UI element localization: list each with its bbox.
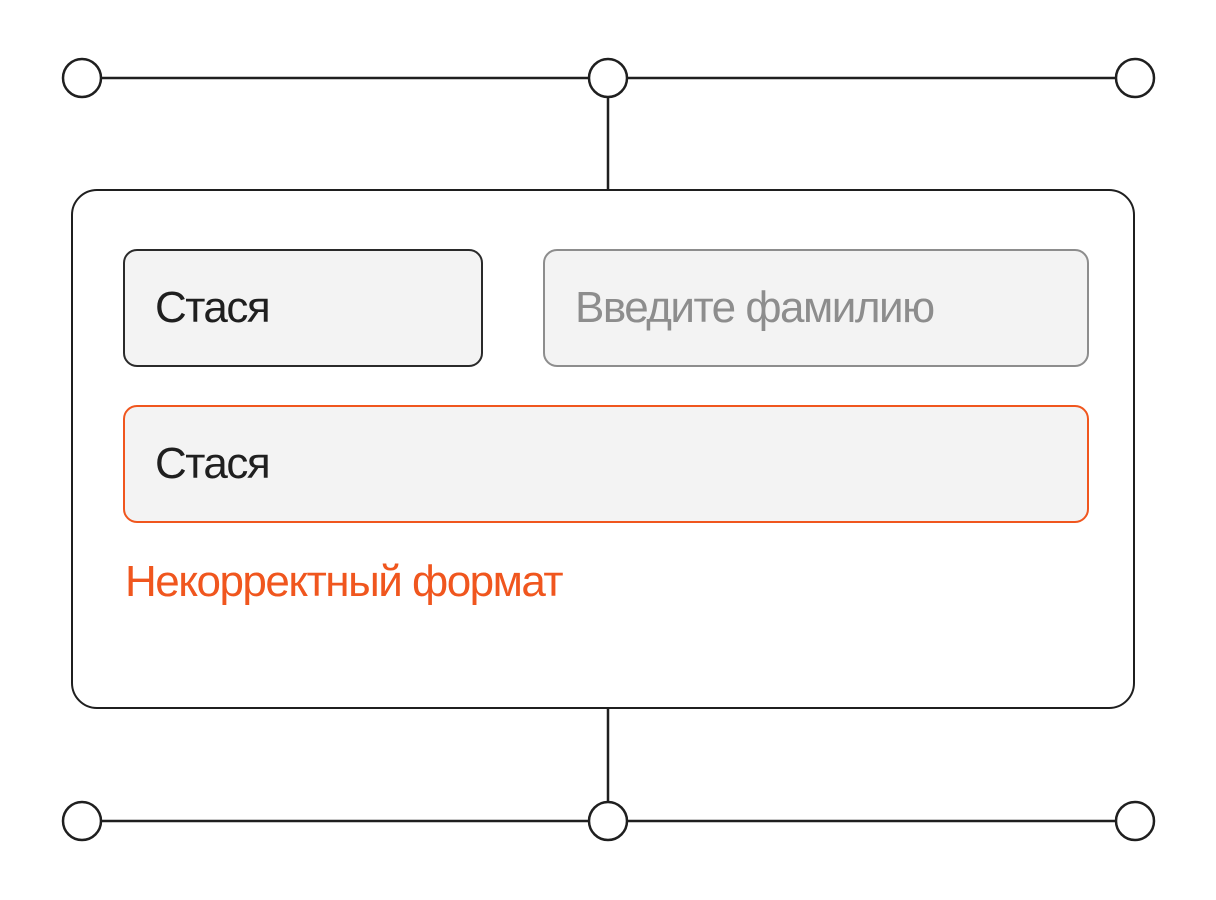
error-message: Некорректный формат — [125, 557, 564, 606]
first-name-field[interactable] — [123, 249, 483, 367]
top-left-node — [61, 57, 103, 99]
top-center-node — [587, 57, 629, 99]
invalid-name-input[interactable] — [155, 407, 1057, 521]
bottom-right-node — [1114, 800, 1156, 842]
last-name-input[interactable] — [575, 251, 1057, 365]
invalid-name-field[interactable] — [123, 405, 1089, 523]
first-name-input[interactable] — [155, 251, 451, 365]
form-card: Некорректный формат — [71, 189, 1135, 709]
top-right-node — [1114, 57, 1156, 99]
last-name-field[interactable] — [543, 249, 1089, 367]
bottom-left-node — [61, 800, 103, 842]
bottom-center-node — [587, 800, 629, 842]
